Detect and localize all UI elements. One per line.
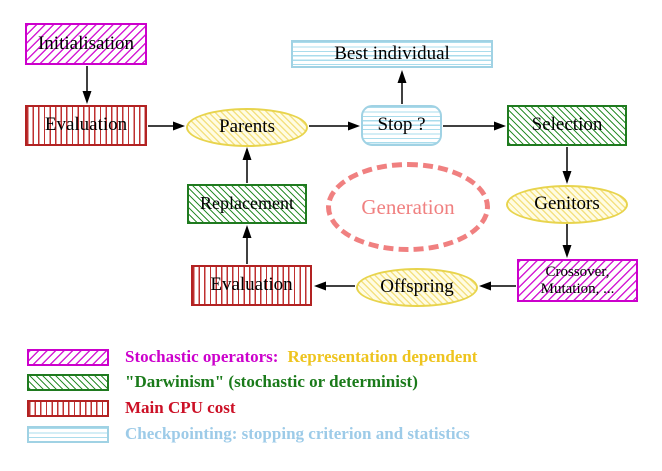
arrow-evaluation-to-replacement — [242, 225, 252, 264]
node-stop: Stop ? — [361, 105, 442, 146]
node-crossover-mutation: Crossover, Mutation, ... — [517, 259, 638, 302]
arrow-offspring-to-evaluation — [314, 281, 355, 291]
arrow-stop-to-best-individual — [397, 70, 407, 104]
arrow-evaluation-to-parents — [148, 121, 185, 131]
generation-loop-ellipse: Generation — [326, 162, 490, 252]
node-offspring: Offspring — [356, 268, 478, 307]
crossover-label-line2: Mutation, ... — [540, 280, 615, 297]
arrow-replacement-to-parents — [242, 147, 252, 183]
node-parents: Parents — [186, 108, 308, 147]
legend-row-cpu-cost: Main CPU cost — [27, 398, 235, 418]
legend-swatch-cyan-stripes — [27, 425, 109, 443]
node-initialisation: Initialisation — [25, 23, 147, 65]
node-evaluation-top: Evaluation — [25, 105, 147, 146]
legend-swatch-magenta-hatch — [27, 348, 109, 366]
legend-row-checkpointing: Checkpointing: stopping criterion and st… — [27, 424, 470, 444]
legend-label-main-cpu-cost: Main CPU cost — [125, 398, 236, 417]
arrow-crossover-to-offspring — [479, 281, 516, 291]
arrow-stop-to-selection — [443, 121, 506, 131]
legend-swatch-red-stripes — [27, 399, 109, 417]
legend-swatch-green-hatch — [27, 373, 109, 391]
arrow-initialisation-to-evaluation — [82, 66, 92, 104]
node-selection: Selection — [507, 105, 627, 146]
node-genitors: Genitors — [506, 185, 628, 224]
node-replacement: Replacement — [187, 184, 307, 224]
legend-row-stochastic: Stochastic operators: Representation dep… — [27, 347, 477, 367]
arrow-selection-to-genitors — [562, 147, 572, 184]
legend-row-darwinism: "Darwinism" (stochastic or determinist) — [27, 372, 418, 392]
legend-label-darwinism: "Darwinism" (stochastic or determinist) — [125, 372, 418, 391]
arrow-genitors-to-crossover — [562, 224, 572, 258]
legend-label-stochastic-operators: Stochastic operators: — [125, 347, 279, 366]
legend-label-representation-dependent: Representation dependent — [287, 347, 478, 366]
legend-label-checkpointing: Checkpointing: stopping criterion and st… — [125, 424, 470, 443]
node-best-individual: Best individual — [291, 40, 493, 68]
crossover-label-line1: Crossover, — [545, 264, 610, 280]
arrow-parents-to-stop — [309, 121, 360, 131]
node-evaluation-bottom: Evaluation — [191, 265, 312, 306]
